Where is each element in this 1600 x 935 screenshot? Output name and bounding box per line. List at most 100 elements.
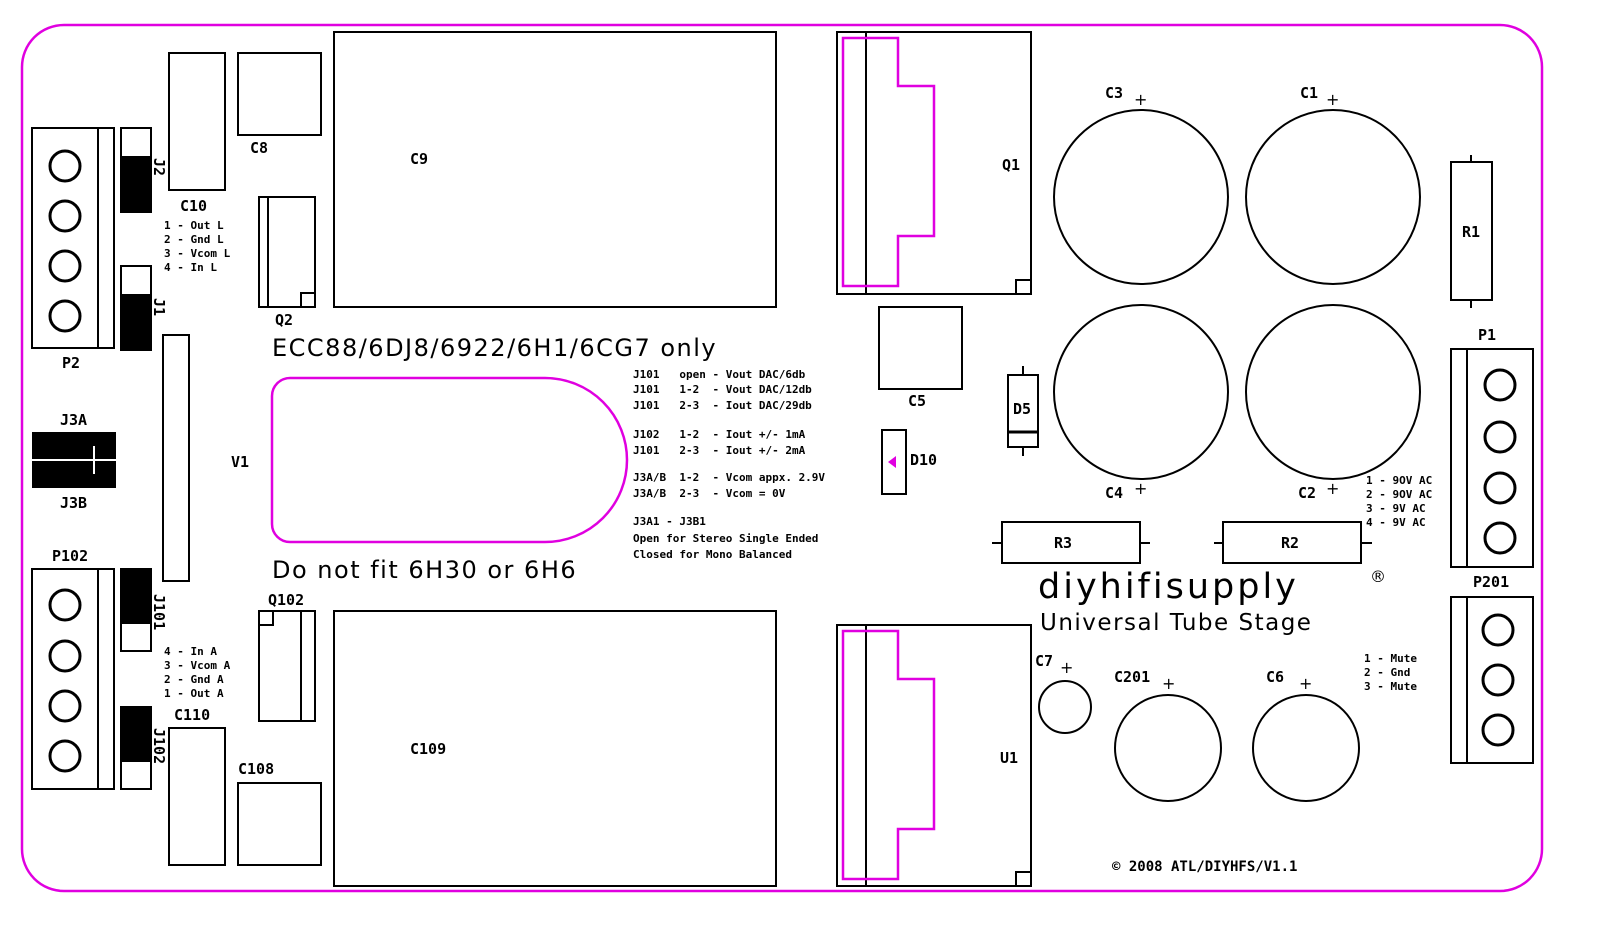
pin-left-bottom-2: 3 - Vcom A xyxy=(164,659,231,672)
j3b-label: J3B xyxy=(60,494,87,512)
jumper-j1: J1 xyxy=(120,265,168,351)
jumper-note-10: Closed for Mono Balanced xyxy=(633,548,792,561)
c3-label: C3 xyxy=(1105,84,1123,102)
capacitor-c109: C109 xyxy=(333,610,777,887)
diode-d5: D5 xyxy=(1007,366,1039,456)
c108-label: C108 xyxy=(238,760,274,778)
tube-outline xyxy=(270,376,629,544)
capacitor-c108: C108 xyxy=(237,760,322,866)
c3-plus: + xyxy=(1134,90,1147,109)
pin-left-top-2: 2 - Gnd L xyxy=(164,233,224,246)
c8-label: C8 xyxy=(250,139,268,157)
c2-plus: + xyxy=(1326,479,1339,498)
q2-label: Q2 xyxy=(275,311,293,329)
capacitor-c7: C7 + xyxy=(1035,652,1092,734)
jumper-j2: J2 xyxy=(120,127,168,213)
q102-label: Q102 xyxy=(268,591,304,609)
r2-label: R2 xyxy=(1281,534,1299,552)
pin-p201-2: 2 - Gnd xyxy=(1364,666,1410,679)
pin-p1-1: 1 - 9OV AC xyxy=(1366,474,1432,487)
jumper-note-8: J3A1 - J3B1 xyxy=(633,515,706,528)
p2-label: P2 xyxy=(62,354,80,372)
led-d10: D10 xyxy=(881,429,937,495)
c201-label: C201 xyxy=(1114,668,1150,686)
jumper-note-9: Open for Stereo Single Ended xyxy=(633,532,818,545)
c6-label: C6 xyxy=(1266,668,1284,686)
r1-label: R1 xyxy=(1462,223,1480,241)
pin-p1-3: 3 - 9V AC xyxy=(1366,502,1426,515)
c6-plus: + xyxy=(1299,674,1312,693)
terminal-p1: P1 xyxy=(1450,326,1534,568)
capacitor-c9: C9 xyxy=(333,31,777,308)
j3a-label: J3A xyxy=(60,411,87,429)
regulator-u1: U1 xyxy=(836,624,1032,887)
transistor-q2: Q2 xyxy=(258,196,316,329)
pin-left-bottom-4: 1 - Out A xyxy=(164,687,224,700)
capacitor-c6: C6 + xyxy=(1252,668,1360,802)
brand-name: diyhifisupply xyxy=(1038,567,1299,607)
r3-label: R3 xyxy=(1054,534,1072,552)
terminal-p102: P102 xyxy=(31,547,115,790)
tube-warning-note: Do not fit 6H30 or 6H6 xyxy=(272,556,577,584)
c109-label: C109 xyxy=(410,740,446,758)
capacitor-c8: C8 xyxy=(237,52,322,157)
c110-label: C110 xyxy=(174,706,210,724)
capacitor-c4: C4 + xyxy=(1053,304,1229,502)
capacitor-c1: C1 + xyxy=(1245,84,1421,285)
c9-label: C9 xyxy=(410,150,428,168)
jumper-note-4: J102 1-2 - Iout +/- 1mA xyxy=(633,428,806,441)
j102-label: J102 xyxy=(150,728,168,764)
terminal-p201: P201 xyxy=(1450,573,1534,764)
c10-label: C10 xyxy=(180,197,207,215)
c7-plus: + xyxy=(1060,658,1073,677)
pin-p201-1: 1 - Mute xyxy=(1364,652,1417,665)
jumper-note-1: J101 open - Vout DAC/6db xyxy=(633,368,806,381)
capacitor-c10: C10 xyxy=(168,52,226,215)
u1-label: U1 xyxy=(1000,749,1018,767)
capacitor-c201: C201 + xyxy=(1114,668,1222,802)
c4-label: C4 xyxy=(1105,484,1123,502)
pin-left-bottom-1: 4 - In A xyxy=(164,645,217,658)
p1-label: P1 xyxy=(1478,326,1496,344)
jumper-j3: J3A J3B xyxy=(32,411,116,512)
pin-p201-3: 3 - Mute xyxy=(1364,680,1417,693)
capacitor-c110: C110 xyxy=(168,706,226,866)
jumper-note-5: J101 2-3 - Iout +/- 2mA xyxy=(633,444,806,457)
brand-subtitle: Universal Tube Stage xyxy=(1040,610,1312,636)
jumper-j101: J101 xyxy=(120,568,168,652)
jumper-note-3: J101 2-3 - Iout DAC/29db xyxy=(633,399,812,412)
pin-left-top-1: 1 - Out L xyxy=(164,219,224,232)
jumper-note-7: J3A/B 2-3 - Vcom = 0V xyxy=(633,487,786,500)
j1-label: J1 xyxy=(150,298,168,316)
tube-compat-note: ECC88/6DJ8/6922/6H1/6CG7 only xyxy=(272,334,717,362)
v1-label: V1 xyxy=(231,453,249,471)
capacitor-c2: C2 + xyxy=(1245,304,1421,502)
resistor-r3: R3 xyxy=(992,521,1150,564)
copyright: © 2008 ATL/DIYHFS/V1.1 xyxy=(1112,859,1297,875)
c201-plus: + xyxy=(1162,674,1175,693)
pin-left-top-4: 4 - In L xyxy=(164,261,217,274)
p102-label: P102 xyxy=(52,547,88,565)
q1-label: Q1 xyxy=(1002,156,1020,174)
c1-label: C1 xyxy=(1300,84,1318,102)
jumper-j102: J102 xyxy=(120,706,168,790)
tube-socket-v1: V1 xyxy=(162,334,249,582)
capacitor-c5: C5 xyxy=(878,306,963,410)
capacitor-c3: C3 + xyxy=(1053,84,1229,285)
board-outline xyxy=(20,23,1544,893)
jumper-note-2: J101 1-2 - Vout DAC/12db xyxy=(633,383,812,396)
c2-label: C2 xyxy=(1298,484,1316,502)
pin-left-top-3: 3 - Vcom L xyxy=(164,247,231,260)
c5-label: C5 xyxy=(908,392,926,410)
pin-p1-4: 4 - 9V AC xyxy=(1366,516,1426,529)
jumper-note-6: J3A/B 1-2 - Vcom appx. 2.9V xyxy=(633,471,825,484)
resistor-r1: R1 xyxy=(1450,155,1493,308)
c7-label: C7 xyxy=(1035,652,1053,670)
p201-label: P201 xyxy=(1473,573,1509,591)
terminal-p2: P2 xyxy=(31,127,115,372)
j101-label: J101 xyxy=(150,594,168,630)
regulator-q1: Q1 xyxy=(836,31,1032,295)
transistor-q102: Q102 xyxy=(258,591,316,722)
c1-plus: + xyxy=(1326,90,1339,109)
